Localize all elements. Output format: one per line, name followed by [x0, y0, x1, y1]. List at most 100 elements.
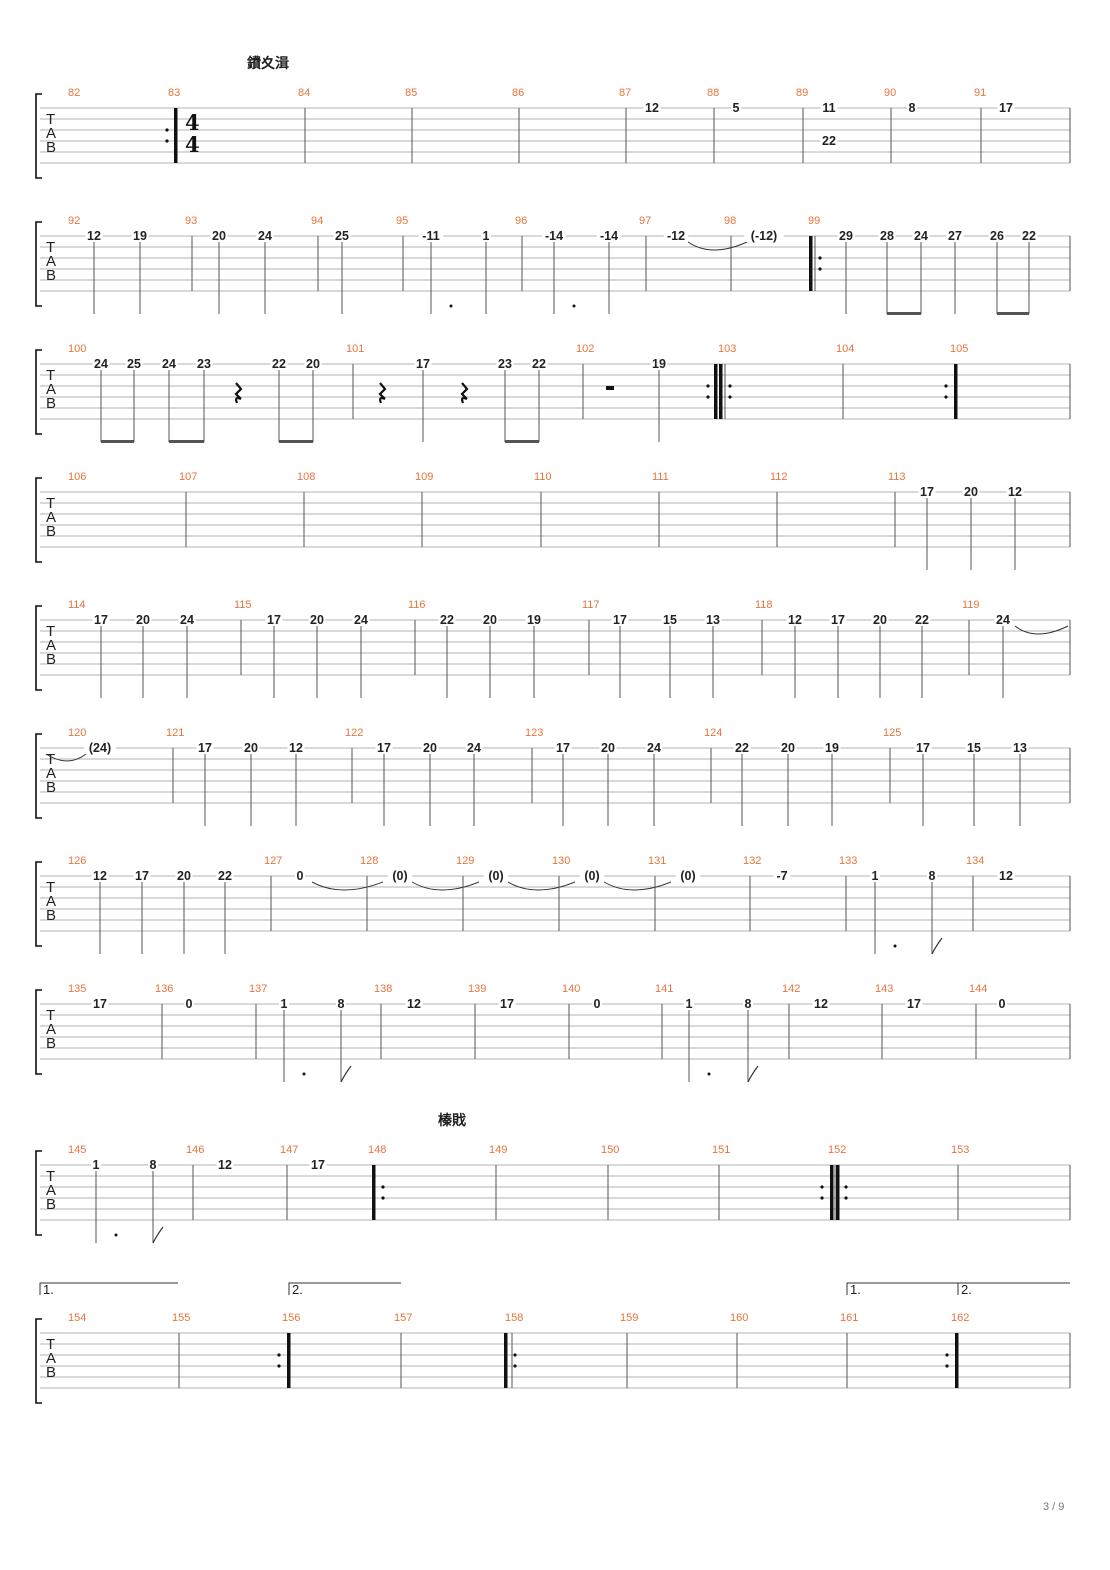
- fret-bg: [242, 742, 260, 754]
- bar-number: 97: [639, 215, 651, 227]
- fret-number: 23: [498, 357, 512, 371]
- repeat-dot: [944, 395, 948, 399]
- fret-number: (0): [488, 869, 503, 883]
- bar-number: 149: [489, 1144, 507, 1156]
- bar-number: 157: [394, 1312, 412, 1324]
- fret-number: 17: [94, 613, 108, 627]
- fret-number: 24: [94, 357, 108, 371]
- fret-bg: [870, 870, 880, 882]
- quarter-rest: [460, 382, 469, 404]
- note-beam: [169, 440, 204, 443]
- duration-dot: [572, 304, 576, 308]
- duration-dot: [302, 1072, 306, 1076]
- bar-number: 159: [620, 1312, 638, 1324]
- volta-bracket: [846, 1282, 958, 1295]
- fret-bg: [496, 358, 514, 370]
- bar-number: 112: [770, 471, 788, 483]
- fret-number: (0): [680, 869, 695, 883]
- note-beam: [887, 312, 921, 315]
- fret-number: -14: [545, 229, 563, 243]
- fret-number: 12: [788, 613, 802, 627]
- fret-number: 24: [647, 741, 661, 755]
- thick-barline: [836, 1165, 840, 1220]
- fret-number: 15: [967, 741, 981, 755]
- bar-number: 86: [512, 87, 524, 99]
- fret-bg: [592, 998, 602, 1010]
- fret-bg: [481, 614, 499, 626]
- fret-bg: [308, 614, 326, 626]
- bar-number: 113: [888, 471, 906, 483]
- thick-barline: [830, 1165, 834, 1220]
- bar-number: 106: [68, 471, 86, 483]
- bar-number: 96: [515, 215, 527, 227]
- fret-number: 1: [281, 997, 288, 1011]
- fret-bg: [405, 998, 423, 1010]
- fret-bg: [650, 358, 668, 370]
- tab-clef-letter: T: [46, 367, 55, 384]
- fret-number: 8: [929, 869, 936, 883]
- bar-number: 122: [345, 727, 363, 739]
- section-label: 鐨夊湒: [247, 55, 289, 71]
- repeat-dot: [706, 395, 710, 399]
- fret-bg: [823, 742, 841, 754]
- fret-bg: [820, 102, 838, 114]
- fret-bg: [997, 998, 1007, 1010]
- fret-number: 17: [831, 613, 845, 627]
- thick-barline: [174, 108, 178, 163]
- tab-clef-letter: A: [46, 125, 56, 142]
- fret-bg: [878, 230, 896, 242]
- note-flag: [747, 1065, 759, 1083]
- fret-bg: [927, 870, 937, 882]
- fret-bg: [175, 870, 193, 882]
- fret-number: 19: [133, 229, 147, 243]
- bar-number: 95: [396, 215, 408, 227]
- tab-clef-letter: B: [46, 651, 56, 668]
- bar-number: 127: [264, 855, 282, 867]
- fret-bg: [525, 614, 543, 626]
- bar-number: 110: [534, 471, 552, 483]
- bar-number: 114: [68, 599, 86, 611]
- fret-number: 22: [735, 741, 749, 755]
- fret-bg: [91, 870, 109, 882]
- bar-number: 154: [68, 1312, 86, 1324]
- fret-bg: [731, 102, 741, 114]
- fret-number: 12: [407, 997, 421, 1011]
- bar-number: 89: [796, 87, 808, 99]
- repeat-dot: [945, 1364, 949, 1368]
- tab-clef-letter: A: [46, 381, 56, 398]
- fret-number: 17: [556, 741, 570, 755]
- tab-clef-letter: A: [46, 509, 56, 526]
- time-signature-top: 4: [185, 110, 200, 135]
- fret-bg: [414, 358, 432, 370]
- fret-number: 22: [532, 357, 546, 371]
- fret-number: 20: [483, 613, 497, 627]
- fret-number: 20: [873, 613, 887, 627]
- bar-number: 92: [68, 215, 80, 227]
- half-rest: [606, 386, 614, 390]
- bar-number: 109: [415, 471, 433, 483]
- fret-bg: [645, 742, 663, 754]
- fret-bg: [92, 614, 110, 626]
- tab-clef-letter: B: [46, 267, 56, 284]
- bar-number: 135: [68, 983, 86, 995]
- fret-number: 12: [289, 741, 303, 755]
- bar-number: 139: [468, 983, 486, 995]
- fret-bg: [579, 870, 605, 882]
- tab-clef-letter: B: [46, 139, 56, 156]
- quarter-rest: [378, 382, 387, 404]
- thick-barline: [287, 1333, 291, 1388]
- fret-bg: [918, 486, 936, 498]
- fret-number: 8: [150, 1158, 157, 1172]
- fret-bg: [91, 1159, 101, 1171]
- bar-number: 131: [648, 855, 666, 867]
- bar-number: 134: [966, 855, 984, 867]
- fret-bg: [596, 230, 622, 242]
- fret-bg: [216, 870, 234, 882]
- bar-number: 153: [951, 1144, 969, 1156]
- repeat-dot: [165, 139, 169, 143]
- bar-number: 124: [704, 727, 722, 739]
